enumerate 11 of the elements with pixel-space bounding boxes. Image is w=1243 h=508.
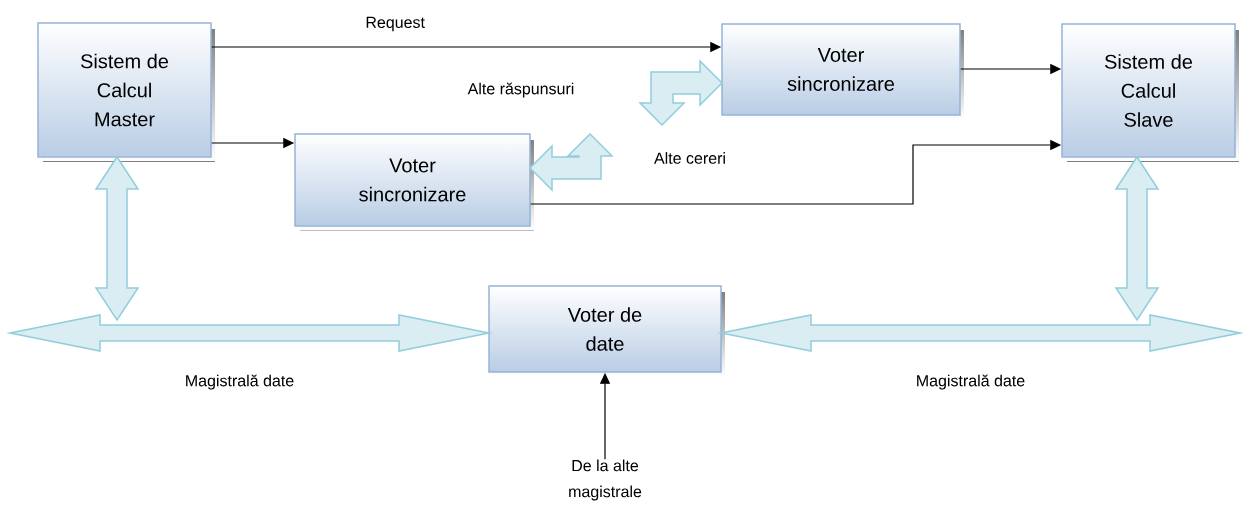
- edge-label: Magistrală date: [183, 373, 296, 391]
- edge-label: Magistrală date: [914, 373, 1027, 391]
- process-box: Voter de date: [488, 285, 725, 377]
- note-label: Alte răspunsuri: [467, 82, 574, 98]
- process-box: Sistem de Calcul Master: [37, 22, 215, 162]
- process-box: Voter sincronizare: [294, 133, 534, 231]
- note-label: Alte cereri: [654, 152, 725, 164]
- edge-label: Request: [364, 15, 426, 33]
- process-box: Voter sincronizare: [721, 23, 964, 120]
- process-box: Sistem de Calcul Slave: [1061, 23, 1239, 162]
- source-text: De la alte magistrale: [569, 459, 642, 501]
